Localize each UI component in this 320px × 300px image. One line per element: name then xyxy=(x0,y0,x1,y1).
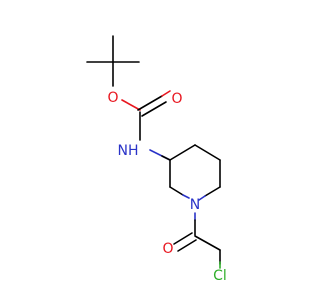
bond-ring-c2-n xyxy=(169,186,184,196)
bond-amide-double-a xyxy=(173,232,193,245)
bond-ring-c4-c5 xyxy=(194,144,221,161)
nh-label: NH xyxy=(118,143,139,159)
amide-oxygen-label: O xyxy=(162,241,173,257)
bond-ring-c2-n-n-part xyxy=(182,194,190,199)
bond-ring-n-c6-n-part xyxy=(198,195,206,201)
chlorine-label: Cl xyxy=(213,268,227,284)
bond-nh-to-ring-black xyxy=(161,155,171,161)
bond-carbamate-o-segment xyxy=(161,90,171,97)
molecule-structure-diagram: O O NH N O Cl xyxy=(86,35,227,284)
bond-amide-to-ch2 xyxy=(194,235,221,251)
carbamate-oxygen-label: O xyxy=(171,91,182,107)
bond-carbamate-double-b xyxy=(141,101,167,117)
ester-oxygen-label: O xyxy=(107,90,118,106)
ring-nitrogen-label: N xyxy=(190,197,200,213)
bond-carbamate-double-a xyxy=(137,95,163,111)
bond-ring-c3-c4 xyxy=(169,144,196,161)
bond-ring-c6-n xyxy=(204,186,221,197)
bond-ester-o-to-carbonyl xyxy=(121,99,141,111)
bond-amide-double-b xyxy=(177,239,197,252)
